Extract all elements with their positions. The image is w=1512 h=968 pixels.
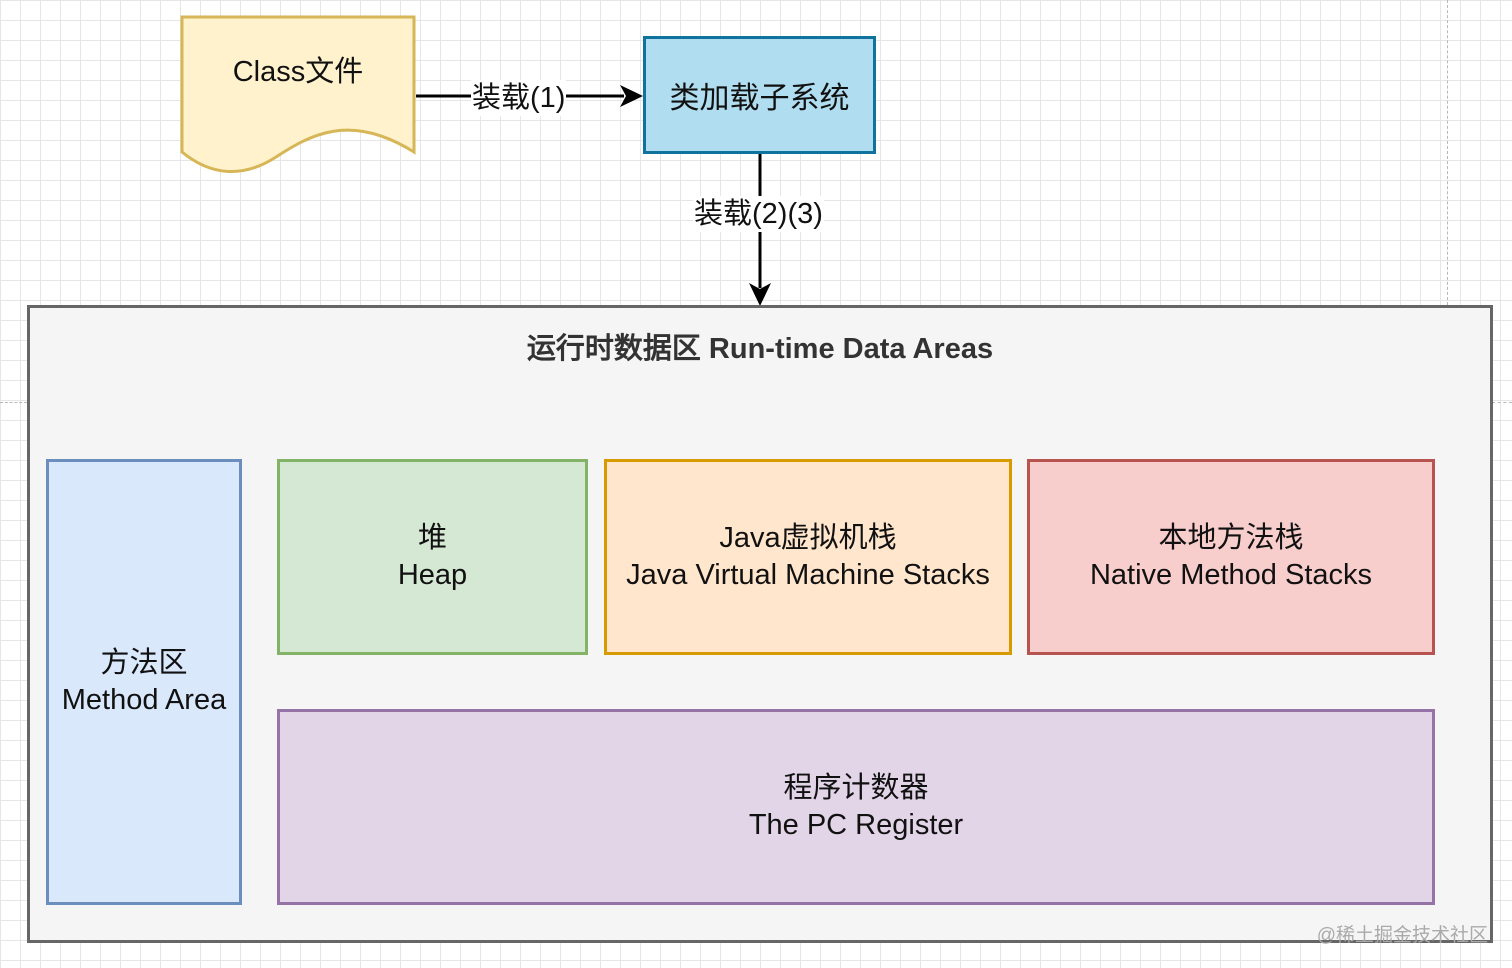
- watermark-text: @稀土掘金技术社区: [1316, 925, 1488, 946]
- heap-label-zh: 堆: [417, 522, 447, 554]
- method-area-label-zh: 方法区: [100, 647, 188, 679]
- pc-register-label-en: The PC Register: [748, 809, 964, 841]
- jvm-stacks-label-en: Java Virtual Machine Stacks: [626, 559, 990, 591]
- class-loader-subsystem-label: 类加载子系统: [669, 82, 850, 115]
- method-area-label-en: Method Area: [61, 684, 227, 716]
- heap-box[interactable]: 堆 Heap: [277, 459, 588, 655]
- class-file-outline: [180, 15, 416, 174]
- runtime-data-areas-title: 运行时数据区 Run-time Data Areas: [526, 333, 994, 365]
- native-method-stacks-label-en: Native Method Stacks: [1089, 559, 1373, 591]
- pc-register-box[interactable]: 程序计数器 The PC Register: [277, 709, 1435, 905]
- edge-load-1-label: 装载(1): [471, 80, 567, 116]
- method-area-box[interactable]: 方法区 Method Area: [46, 459, 242, 905]
- heap-label-en: Heap: [397, 559, 468, 591]
- class-file-shape[interactable]: [180, 15, 416, 175]
- edge-load-2-3-label: 装载(2)(3): [693, 196, 824, 232]
- page-break-line-horizontal-left: [0, 402, 27, 403]
- edge-load-1-arrowhead: [620, 85, 643, 107]
- jvm-stacks-label-zh: Java虚拟机栈: [719, 522, 897, 554]
- native-method-stacks-label-zh: 本地方法栈: [1158, 522, 1304, 554]
- class-file-label: Class文件: [232, 56, 364, 88]
- jvm-stacks-box[interactable]: Java虚拟机栈 Java Virtual Machine Stacks: [604, 459, 1012, 655]
- native-method-stacks-box[interactable]: 本地方法栈 Native Method Stacks: [1027, 459, 1435, 655]
- page-break-line-horizontal-right: [1492, 402, 1512, 403]
- class-loader-subsystem-box[interactable]: 类加载子系统: [643, 36, 876, 154]
- pc-register-label-zh: 程序计数器: [783, 772, 929, 804]
- edge-load-2-3-arrowhead: [749, 283, 771, 306]
- page-break-line-vertical: [1447, 0, 1448, 305]
